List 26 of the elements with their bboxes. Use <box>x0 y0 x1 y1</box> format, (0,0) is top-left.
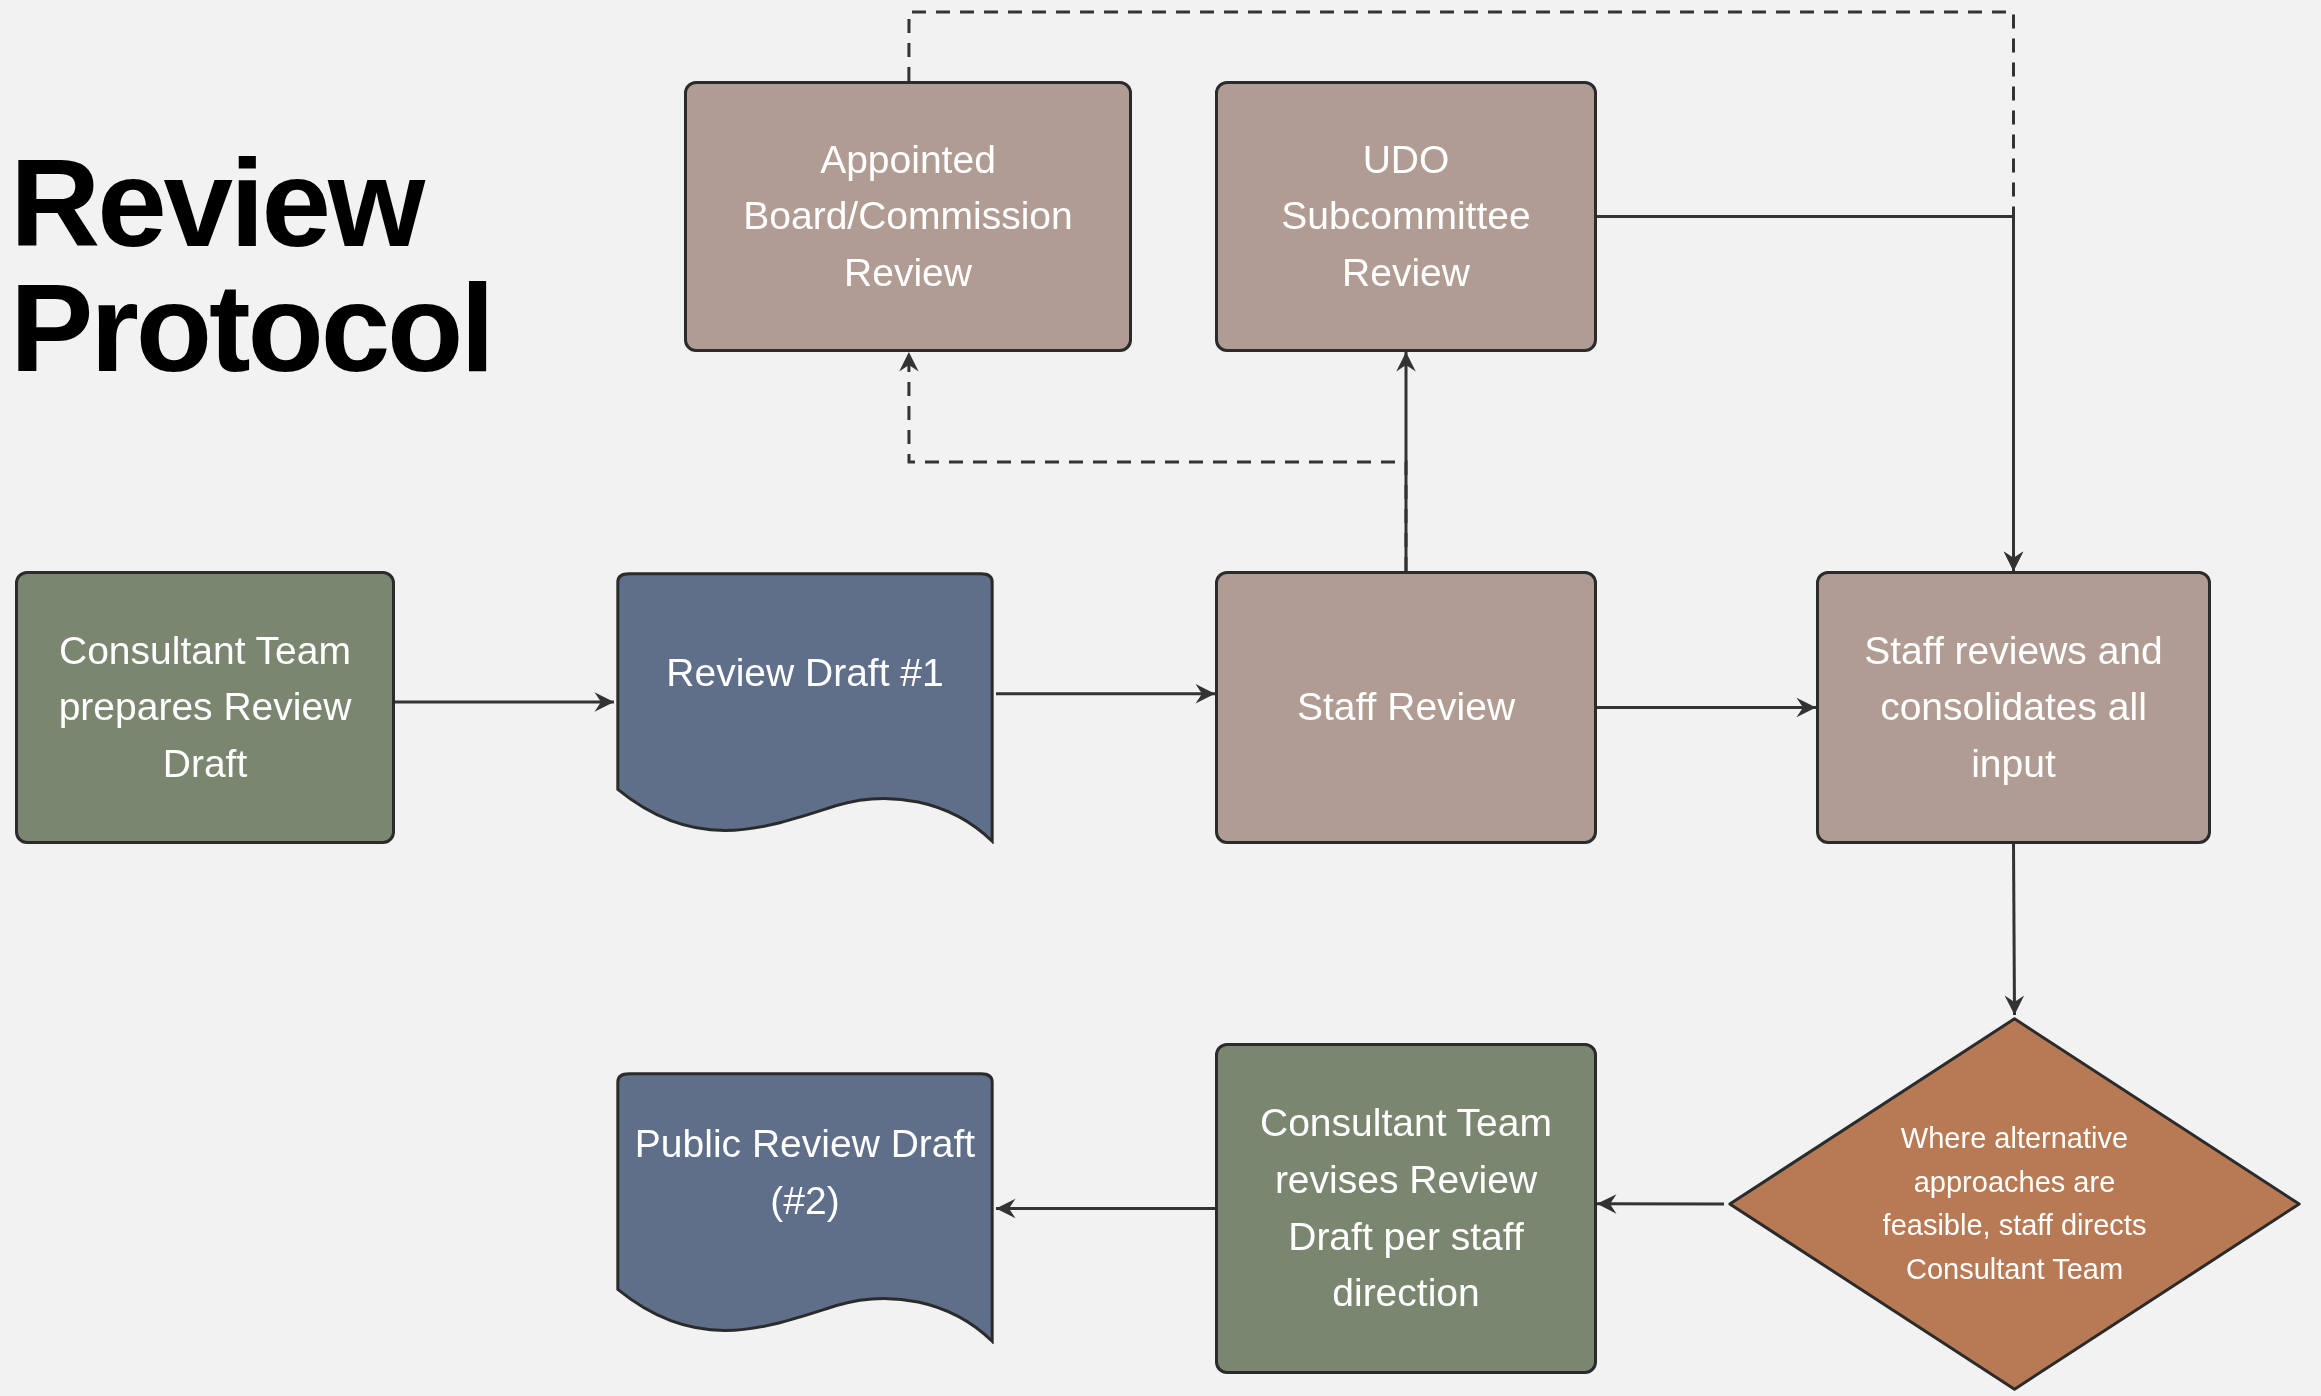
document-shape <box>614 1071 996 1344</box>
node-label: Public Review Draft (#2) <box>634 1121 976 1224</box>
node-label: Consultant Team prepares Review Draft <box>57 627 353 787</box>
node-label: UDO Subcommittee Review <box>1280 136 1532 296</box>
diagram-title: Review Protocol <box>10 140 493 390</box>
node-label: Review Draft #1 <box>666 649 944 696</box>
dashed-arrow <box>907 10 2024 571</box>
node-label: Consultant Team revises Review Draft per staff direction <box>1259 1100 1553 1317</box>
node-label: Staff reviews and consolidates all input <box>1863 627 2164 787</box>
dashed-arrow <box>899 352 1408 571</box>
document-shape <box>614 571 996 844</box>
process-box <box>15 571 395 844</box>
process-box <box>1816 571 2211 844</box>
arrow <box>1597 697 1816 718</box>
arrow <box>395 692 614 712</box>
arrow <box>996 1198 1215 1219</box>
node-label: Staff Review <box>1296 684 1516 731</box>
node-label: Where alternative approaches are feasible, staff directs Consultant Team <box>1881 1121 2148 1287</box>
process-box <box>1215 81 1597 352</box>
process-box <box>1215 1043 1597 1374</box>
process-box <box>684 81 1132 352</box>
arrow <box>1597 1194 1724 1214</box>
node-label: Appointed Board/Commission Review <box>742 136 1074 296</box>
process-box <box>1215 571 1597 844</box>
arrow <box>2004 844 2025 1015</box>
arrow <box>996 684 1215 704</box>
